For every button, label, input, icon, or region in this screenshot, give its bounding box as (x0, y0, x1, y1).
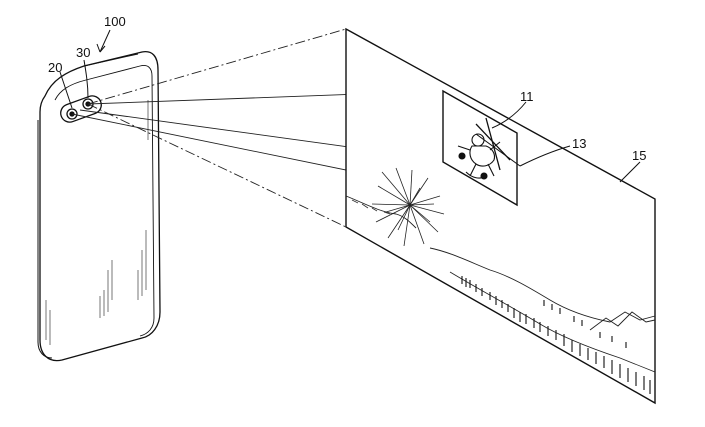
trees (461, 276, 651, 394)
label-30: 30 (76, 45, 90, 60)
ridge-peak (589, 311, 656, 331)
phone-device (37, 50, 161, 362)
leader-13 (475, 133, 571, 167)
slope-left (345, 195, 417, 229)
label-20: 20 (48, 60, 62, 75)
phone-body (39, 50, 161, 362)
full-image-frame (345, 27, 656, 405)
phone-right-edge (139, 75, 155, 337)
leader-15 (619, 161, 641, 183)
phone-shading (45, 100, 149, 345)
ridge-far (429, 247, 656, 323)
camera-module (60, 95, 102, 123)
label-11: 11 (520, 89, 534, 104)
proj-wide-top (87, 28, 347, 105)
phone-top-edge (83, 53, 139, 67)
label-15: 15 (632, 148, 646, 163)
skier-figure (457, 117, 511, 180)
leader-20 (59, 71, 73, 109)
phone-inner-edge (54, 65, 153, 101)
leader-lines (59, 29, 641, 183)
proj-wide-bottom (87, 103, 347, 228)
full-image-plane (345, 27, 656, 405)
leader-30 (83, 59, 89, 99)
slope-left-texture (351, 199, 391, 215)
detail-image-plane (442, 89, 518, 207)
leader-11 (491, 101, 527, 129)
leader-100 (99, 29, 111, 53)
burst-rays (371, 167, 445, 247)
label-100: 100 (104, 14, 126, 29)
lens-20 (66, 108, 78, 120)
leader-100-arrow (96, 43, 106, 53)
phone-edge (37, 120, 53, 359)
camera-housing (60, 95, 102, 123)
label-13: 13 (572, 136, 586, 151)
